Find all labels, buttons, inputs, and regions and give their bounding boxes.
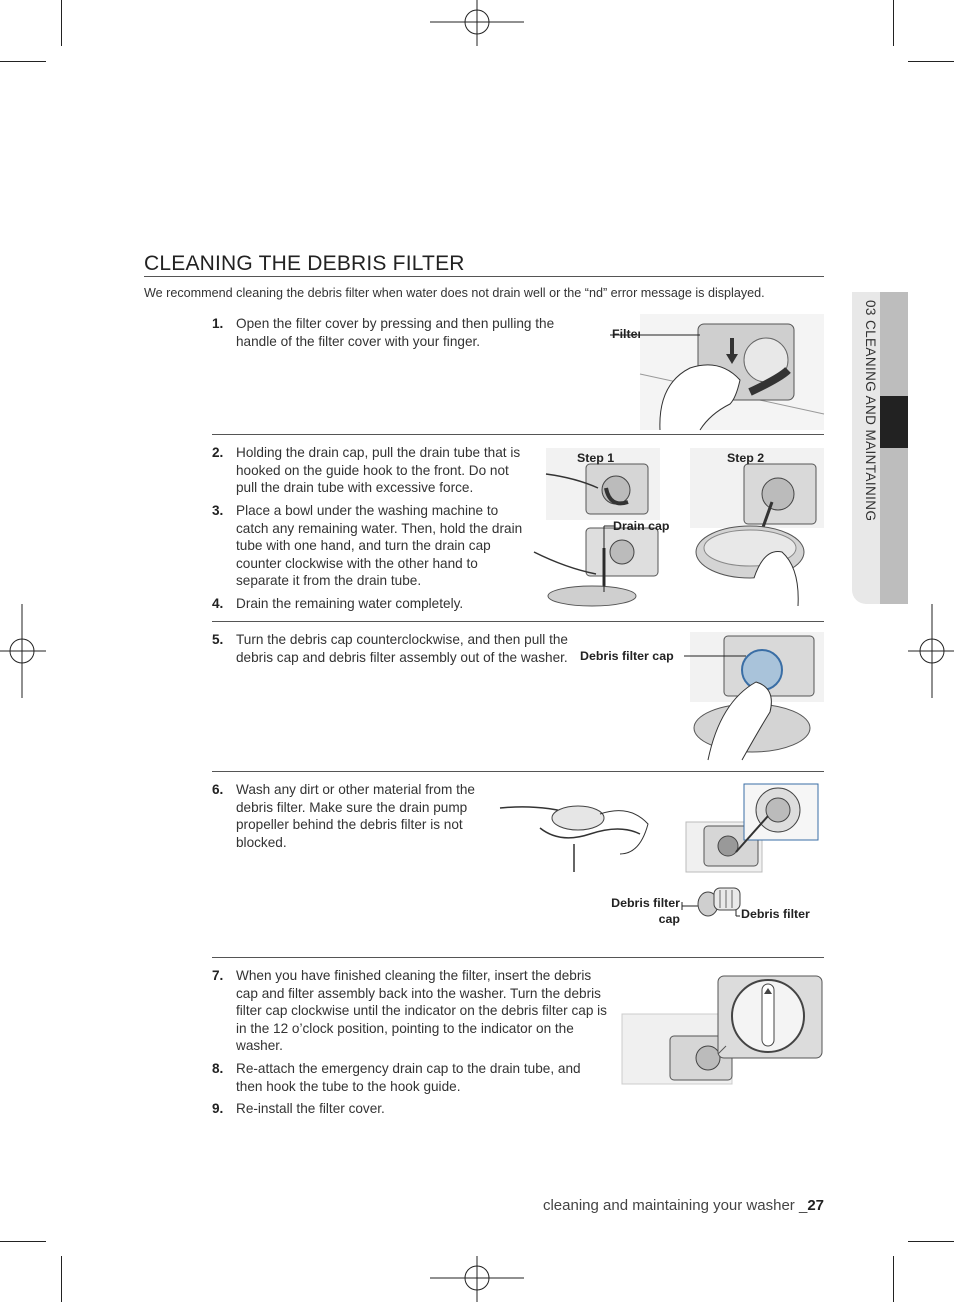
step-text: Re-install the filter cover. — [236, 1101, 385, 1116]
step-number: 6. — [212, 782, 224, 797]
debris-filter-cap-label: Debris filter cap — [580, 649, 674, 663]
step-number: 1. — [212, 316, 224, 331]
step-text: Re-attach the emergency drain cap to the… — [236, 1061, 581, 1094]
drain-cap-pointer — [603, 525, 614, 592]
drain-cap-label: Drain cap — [613, 519, 670, 533]
step-text: Open the filter cover by pressing and th… — [236, 316, 555, 349]
intro-text: We recommend cleaning the debris filter … — [144, 286, 765, 300]
step2-label: Step 2 — [727, 451, 765, 465]
step-text: Wash any dirt or other material from the… — [236, 782, 475, 850]
step-number: 4. — [212, 596, 224, 611]
registration-mark-left — [0, 604, 46, 698]
crop-mark — [61, 0, 62, 46]
reinstall-cap-illustration — [621, 975, 823, 1085]
debris-filter-part-illustration — [681, 887, 741, 917]
section-divider — [212, 771, 824, 772]
step-text: Turn the debris cap counterclockwise, an… — [236, 632, 568, 665]
crop-mark — [0, 61, 46, 62]
crop-mark — [893, 0, 894, 46]
registration-mark-right — [908, 604, 954, 698]
step-text: Holding the drain cap, pull the drain tu… — [236, 445, 521, 496]
debris-filter-label: Debris filter — [741, 907, 810, 921]
page-number: 27 — [807, 1197, 824, 1214]
chapter-tab-bar — [880, 292, 908, 604]
step-number: 7. — [212, 968, 224, 983]
debris-filter-cap-label-line1: Debris filter — [611, 896, 680, 910]
crop-mark — [908, 61, 954, 62]
drain-step2-illustration — [690, 448, 824, 607]
step-number: 2. — [212, 445, 224, 460]
chapter-tab-label: 03 CLEANING AND MAINTAINING — [863, 300, 878, 522]
step-text: Place a bowl under the washing machine t… — [236, 503, 523, 589]
registration-mark-top — [430, 0, 524, 46]
step-text: When you have finished cleaning the filt… — [236, 968, 607, 1054]
crop-mark — [908, 1241, 954, 1242]
crop-mark — [61, 1256, 62, 1302]
step-number: 8. — [212, 1061, 224, 1076]
step-number: 3. — [212, 503, 224, 518]
step1-label: Step 1 — [577, 451, 615, 465]
footer-text: cleaning and maintaining your washer _ — [542, 1197, 808, 1214]
chapter-tab-marker — [880, 396, 908, 448]
debris-filter-cap-label-line2: cap — [658, 912, 680, 926]
crop-mark — [0, 1241, 46, 1242]
wash-filter-illustration — [499, 805, 649, 872]
section-divider — [212, 434, 824, 435]
step-text: Drain the remaining water completely. — [236, 596, 464, 611]
pump-propeller-illustration — [685, 783, 819, 873]
filter-cover-illustration — [610, 314, 825, 431]
page-footer: cleaning and maintaining your washer _27 — [543, 1197, 824, 1214]
registration-mark-bottom — [430, 1256, 524, 1302]
title-divider — [144, 276, 824, 277]
debris-filter-cap-label-2: Debris filter cap — [606, 895, 680, 927]
step-number: 9. — [212, 1101, 224, 1116]
step-number: 5. — [212, 632, 224, 647]
debris-cap-illustration — [684, 632, 824, 761]
crop-mark — [893, 1256, 894, 1302]
page-title: CLEANING THE DEBRIS FILTER — [144, 252, 465, 275]
section-divider — [212, 621, 824, 622]
section-divider — [212, 957, 824, 958]
